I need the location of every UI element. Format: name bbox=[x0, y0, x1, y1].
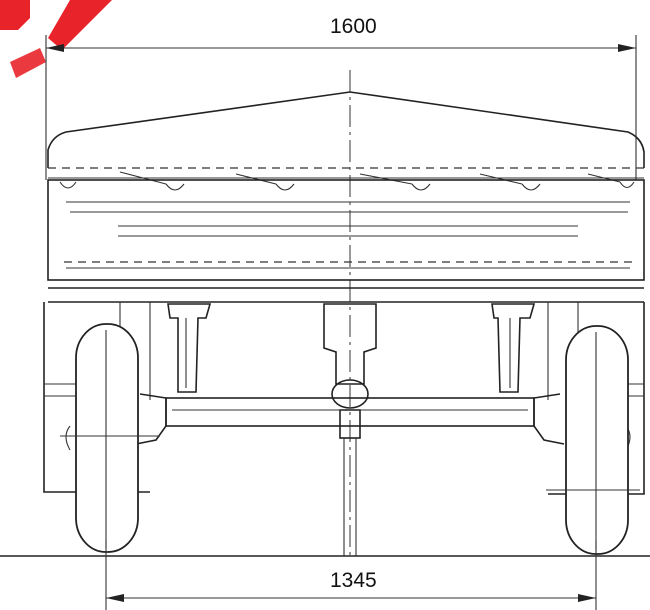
dimension-1600-label: 1600 bbox=[330, 15, 377, 38]
dimension-1345: 1345 bbox=[105, 540, 597, 610]
spring-brackets bbox=[167, 303, 536, 393]
right-wheel bbox=[546, 325, 640, 555]
axle bbox=[135, 393, 565, 445]
trailer-body bbox=[47, 179, 645, 303]
canopy bbox=[47, 91, 645, 191]
tarp-loops bbox=[59, 171, 635, 191]
center-drawbar bbox=[323, 303, 377, 556]
left-wheel bbox=[60, 323, 160, 553]
dimension-1345-label: 1345 bbox=[330, 569, 377, 592]
dimension-1600: 1600 bbox=[45, 15, 637, 180]
logo-fragment bbox=[0, 0, 112, 78]
